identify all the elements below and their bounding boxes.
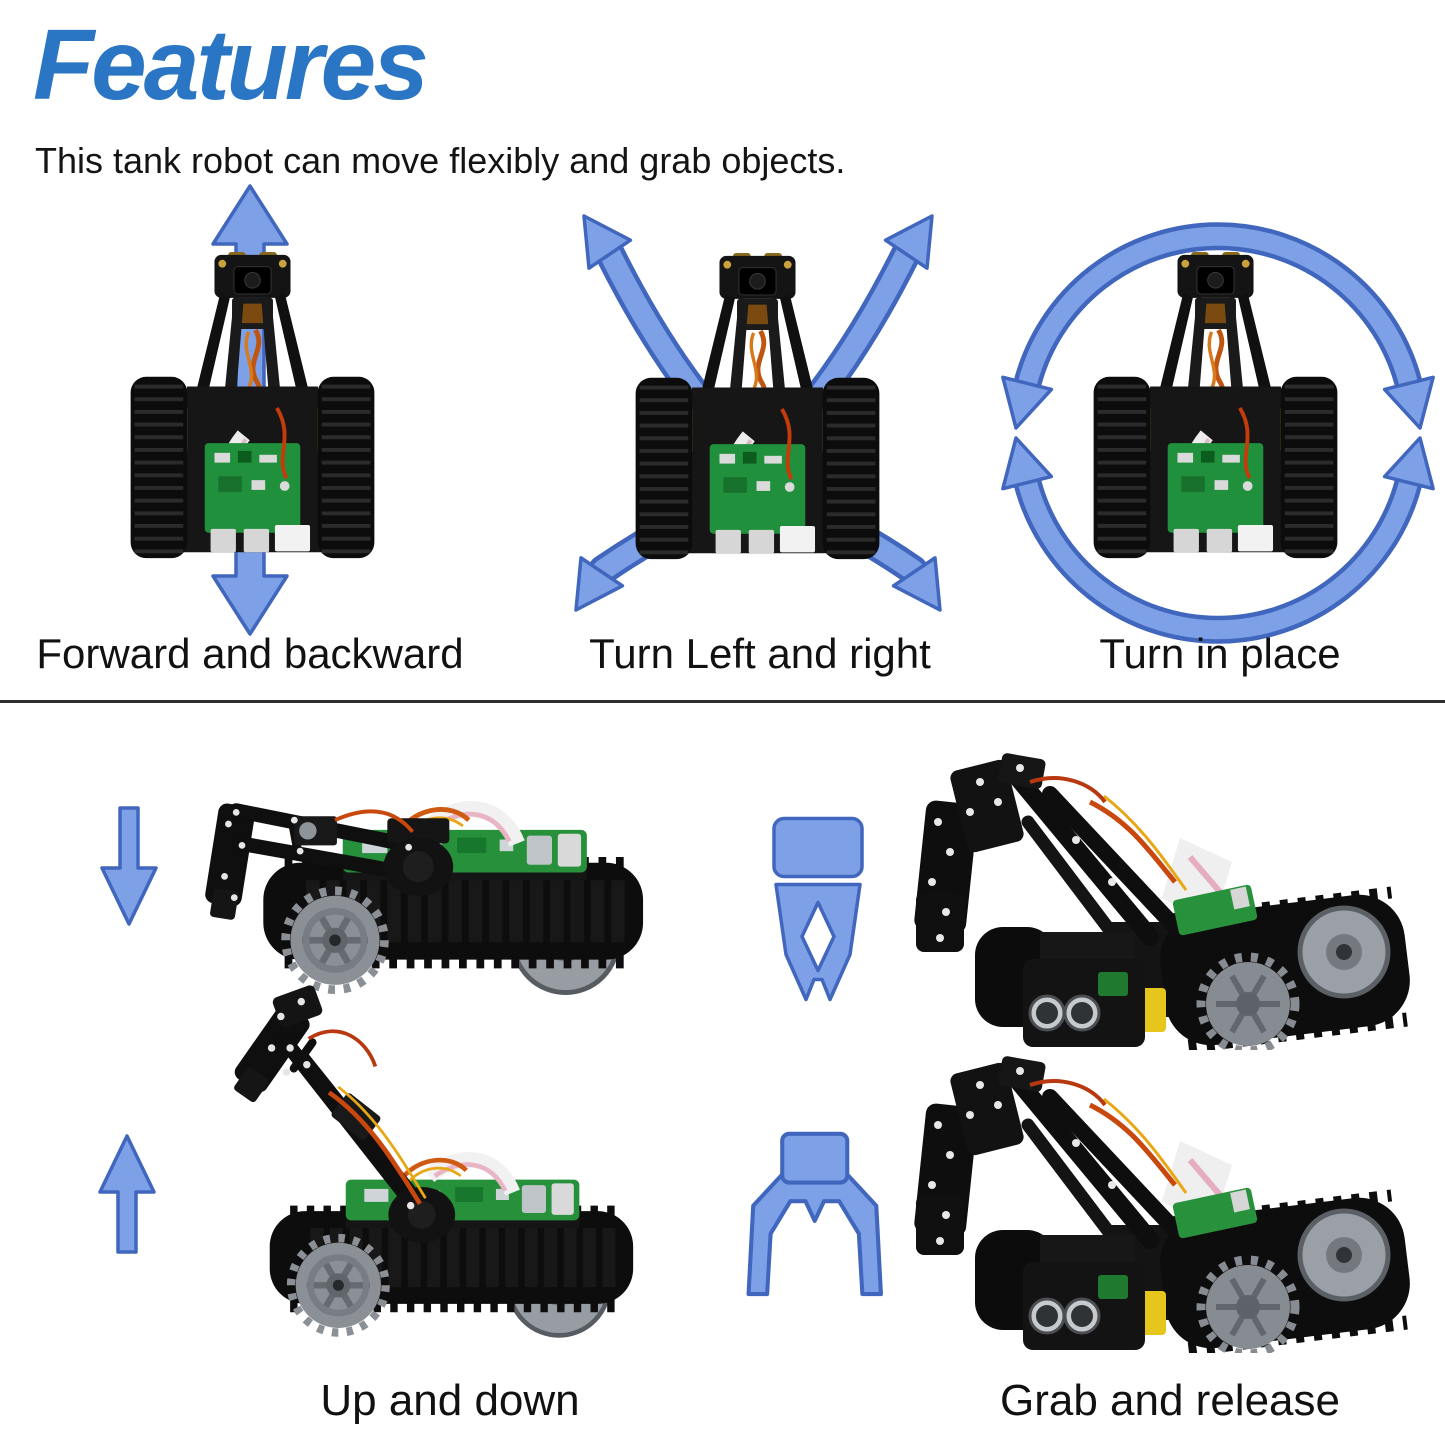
tank-robot-grab-image [880, 742, 1440, 1050]
page-title: Features [33, 9, 429, 121]
section-divider [0, 700, 1445, 703]
down-arrow-icon [100, 806, 158, 926]
rotate-in-place-arrows-icon [989, 222, 1445, 644]
gripper-open-icon [746, 1131, 883, 1297]
tank-robot-front-image [636, 253, 880, 559]
tank-robot-release-image [880, 1045, 1440, 1353]
caption-turn-in-place: Turn in place [1099, 630, 1341, 677]
caption-up-down: Up and down [320, 1376, 580, 1425]
caption-grab-release: Grab and release [1000, 1376, 1340, 1425]
tank-robot-front-image [131, 252, 375, 558]
figure-turn-in-place [989, 222, 1445, 644]
tank-robot-arm-up-image [190, 972, 635, 1365]
figure-forward-backward [120, 184, 390, 636]
figure-turn-left-right [553, 200, 963, 626]
intro-text: This tank robot can move flexibly and gr… [35, 140, 846, 181]
up-arrow-icon [98, 1134, 156, 1254]
caption-forward-backward: Forward and backward [36, 630, 464, 677]
caption-turn-left-right: Turn Left and right [589, 630, 931, 677]
gripper-closed-icon [772, 816, 864, 1002]
tank-robot-front-image [1094, 252, 1338, 558]
